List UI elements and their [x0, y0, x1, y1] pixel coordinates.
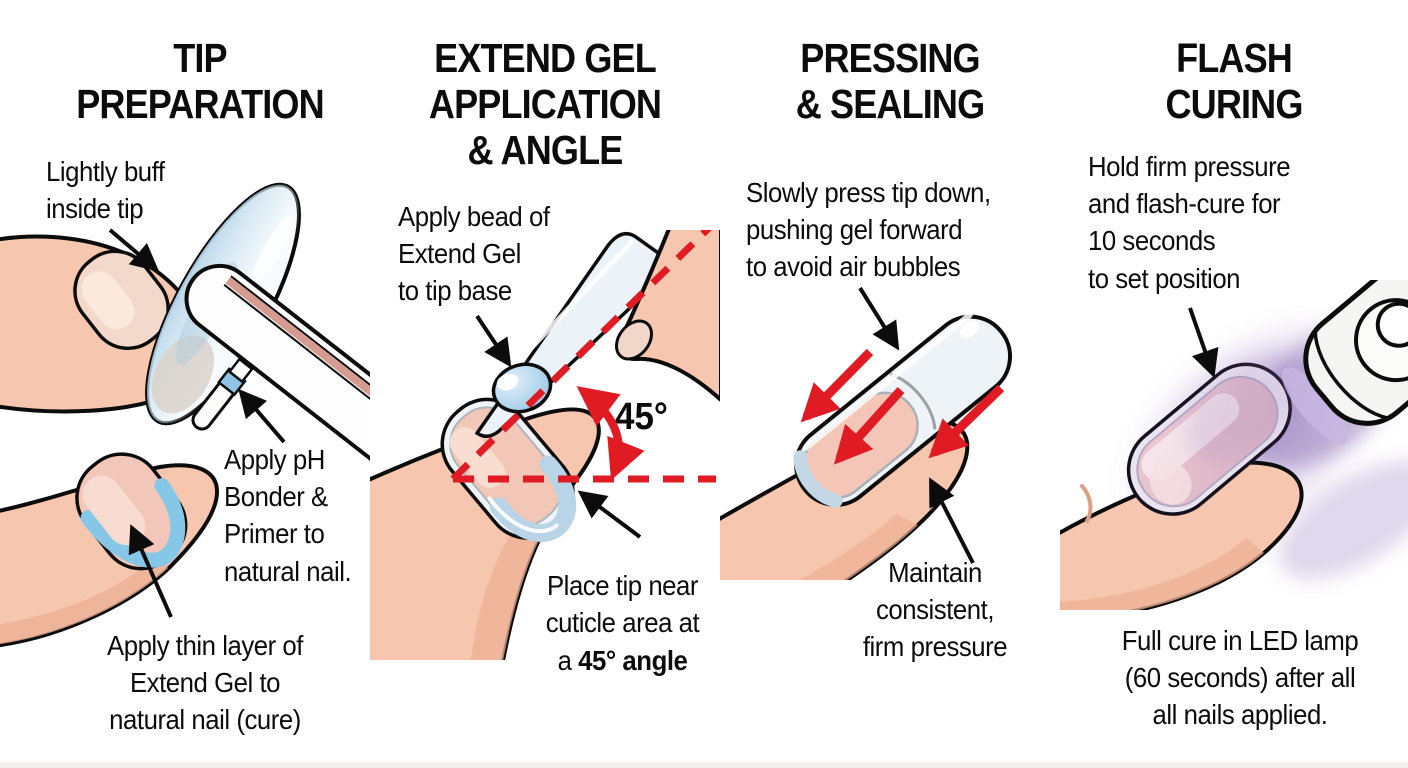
annotation-place-tip-lines: Place tip near cuticle area at	[545, 570, 700, 639]
finger	[1060, 460, 1304, 610]
arrow-to-bead	[475, 314, 512, 368]
lamp-light-emission	[1281, 367, 1349, 444]
annotation-hold-pressure: Hold firm pressure and flash-cure for 10…	[1088, 151, 1291, 294]
nail-with-gel	[440, 397, 577, 542]
extend-gel-illustration	[370, 230, 720, 660]
red-arrow-right	[928, 384, 1005, 459]
angle-sweep-arrow	[576, 386, 645, 481]
arrow-to-seal-area	[929, 477, 975, 564]
dashed-45-line	[450, 230, 712, 482]
annotation-full-cure: Full cure in LED lamp (60 seconds) after…	[1121, 625, 1359, 731]
bottom-edge-shadow	[0, 762, 1408, 768]
pressing-sealing-illustration	[720, 286, 1013, 580]
press-direction-arrows	[800, 348, 1005, 465]
arrow-to-cuticle-line	[577, 490, 642, 539]
applicator-brush	[191, 357, 254, 431]
glow-overlay	[1185, 353, 1305, 463]
arrow-to-tip	[858, 286, 900, 351]
arrow-to-cured-nail	[1188, 307, 1219, 378]
arrow-to-applicator	[238, 388, 286, 444]
red-arrow-left	[800, 348, 874, 423]
arrow-to-natural-nail	[128, 524, 173, 618]
annotation-ph-bonder: Apply pH Bonder & Primer to natural nail…	[224, 444, 352, 587]
flash-curing-illustration	[1060, 280, 1408, 610]
lamp-button-inner	[1375, 301, 1408, 348]
nail-file	[184, 263, 370, 491]
pointer-arrows	[108, 228, 286, 618]
panel-title-extend-gel: EXTEND GEL APPLICATION & ANGLE	[428, 35, 662, 173]
red-arrow-center	[833, 386, 905, 465]
panel-title-tip-preparation: TIP PREPARATION	[76, 35, 324, 127]
angle-line-bold: 45° angle	[578, 644, 688, 676]
annotation-place-tip-angle-line: a 45° angle	[505, 642, 740, 679]
pointer-arrows	[475, 314, 642, 539]
tip-preparation-illustration	[0, 182, 370, 648]
annotation-lightly-buff: Lightly buff inside tip	[46, 156, 165, 225]
lower-finger	[0, 452, 220, 648]
angle-line-prefix: a	[557, 644, 579, 676]
arrow-to-tip-inside	[108, 228, 160, 272]
upper-finger	[614, 230, 720, 402]
annotation-maintain-pressure: Maintain consistent, firm pressure	[862, 557, 1008, 663]
annotation-place-tip: Place tip near cuticle area at a 45° ang…	[505, 530, 740, 716]
panel-title-flash-curing: FLASH CURING	[1165, 35, 1303, 127]
led-flash-lamp	[1281, 280, 1408, 444]
angle-guides	[450, 230, 716, 483]
pointer-arrows	[858, 286, 975, 564]
annotation-thin-layer: Apply thin layer of Extend Gel to natura…	[106, 630, 304, 736]
panel-title-pressing-sealing: PRESSING & SEALING	[795, 35, 985, 127]
blue-primer-crescent	[80, 478, 186, 568]
annotation-slowly-press: Slowly press tip down, pushing gel forwa…	[746, 177, 991, 283]
annotation-apply-bead: Apply bead of Extend Gel to tip base	[398, 201, 550, 307]
